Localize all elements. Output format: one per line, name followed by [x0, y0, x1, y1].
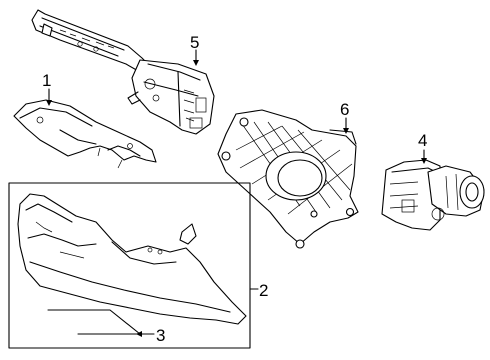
part-6-bracket: [217, 109, 359, 249]
callout-6: 6: [340, 100, 349, 119]
part-4-wiper-switch: [381, 159, 485, 231]
group-box: [8, 182, 251, 349]
callout-1: 1: [42, 71, 51, 90]
callout-2: 2: [259, 281, 268, 300]
leader-lines: [46, 49, 427, 337]
callout-5: 5: [190, 33, 199, 52]
part-5-switch-assembly: [31, 9, 215, 135]
part-1-upper-cover: [13, 99, 157, 169]
callout-3: 3: [156, 326, 165, 345]
callout-4: 4: [418, 131, 427, 150]
part-2-lower-cover-group: [8, 182, 251, 349]
